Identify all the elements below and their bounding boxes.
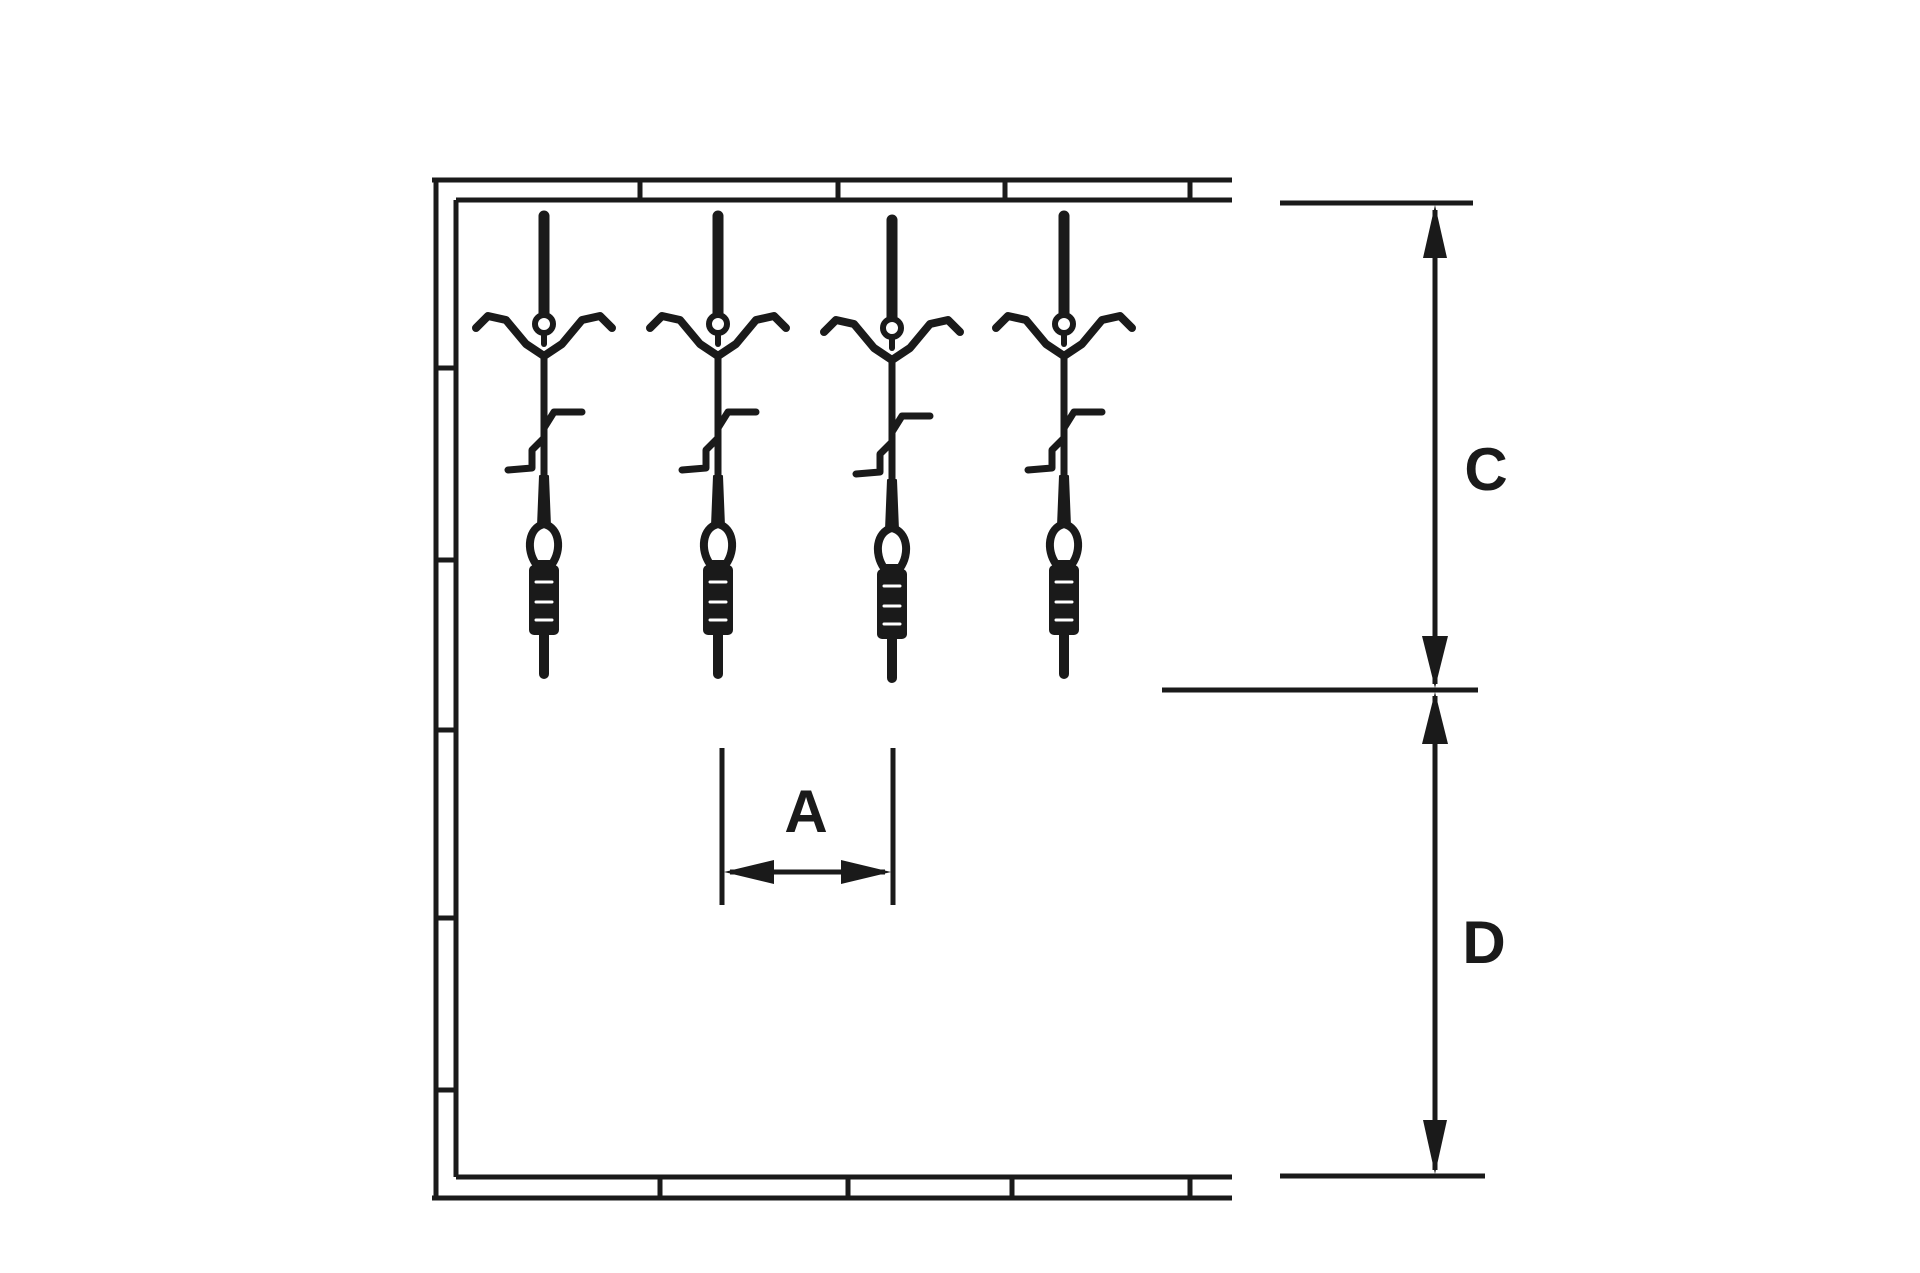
vertical-dimensions	[1162, 200, 1485, 1179]
arrowhead-down-icon	[1423, 1120, 1447, 1174]
dimension-d-label: D	[1462, 909, 1505, 976]
dimension-a-label: A	[784, 778, 827, 845]
bicycle-row	[476, 216, 1132, 678]
enclosure-walls	[432, 177, 1232, 1201]
arrowhead-right-icon	[841, 860, 891, 884]
dimension-c-label: C	[1464, 436, 1507, 503]
bicycle-4	[996, 216, 1132, 674]
arrowhead-down-icon	[1422, 636, 1448, 688]
arrowhead-up-icon	[1422, 692, 1448, 744]
bicycle-2	[650, 216, 786, 674]
bicycle-1	[476, 216, 612, 674]
bicycle-3	[824, 220, 960, 678]
arrowhead-up-icon	[1423, 205, 1447, 258]
arrowhead-left-icon	[724, 860, 774, 884]
dimension-a	[719, 748, 896, 905]
